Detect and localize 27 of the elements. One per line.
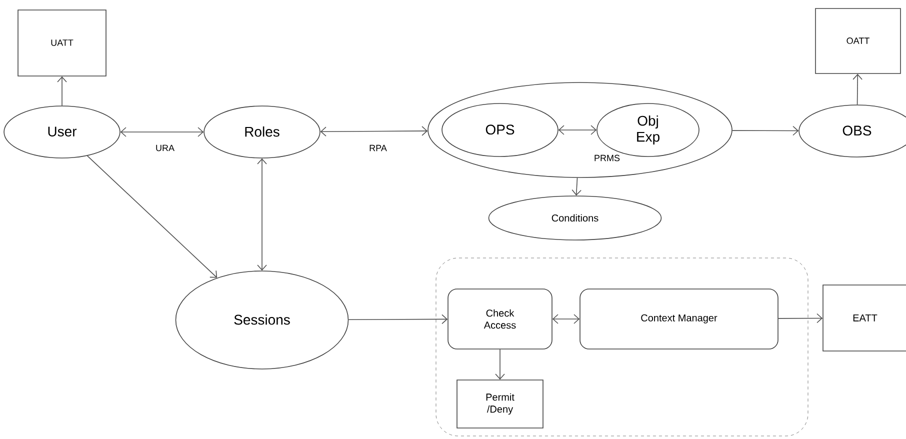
arrow bbox=[320, 126, 428, 136]
arrow bbox=[86, 155, 218, 278]
arrow bbox=[495, 348, 505, 380]
ellipse-node: Sessions bbox=[175, 270, 349, 370]
ellipse-node: User bbox=[4, 106, 120, 158]
edge-label: URA bbox=[154, 144, 176, 152]
ellipse-node: Roles bbox=[204, 106, 320, 158]
ellipse-node: Conditions bbox=[488, 196, 662, 240]
arrow bbox=[57, 76, 67, 106]
attribute-box: Permit /Deny bbox=[456, 380, 544, 428]
process-box: Context Manager bbox=[580, 288, 778, 350]
attribute-box: EATT bbox=[822, 284, 906, 352]
arrow bbox=[852, 74, 862, 105]
attribute-box: OATT bbox=[815, 8, 901, 74]
ellipse-node: OPS bbox=[442, 103, 558, 157]
arrow bbox=[732, 126, 799, 136]
arrow bbox=[778, 313, 823, 324]
edge-label: RPA bbox=[368, 144, 388, 152]
process-box: Check Access bbox=[448, 288, 552, 350]
arrow bbox=[257, 158, 267, 271]
arrow bbox=[572, 177, 582, 196]
arrow bbox=[558, 125, 597, 135]
dashed-container bbox=[436, 258, 808, 436]
arrow bbox=[120, 127, 204, 137]
arrow bbox=[348, 314, 448, 324]
attribute-box: UATT bbox=[18, 10, 106, 76]
arrow bbox=[552, 314, 580, 324]
